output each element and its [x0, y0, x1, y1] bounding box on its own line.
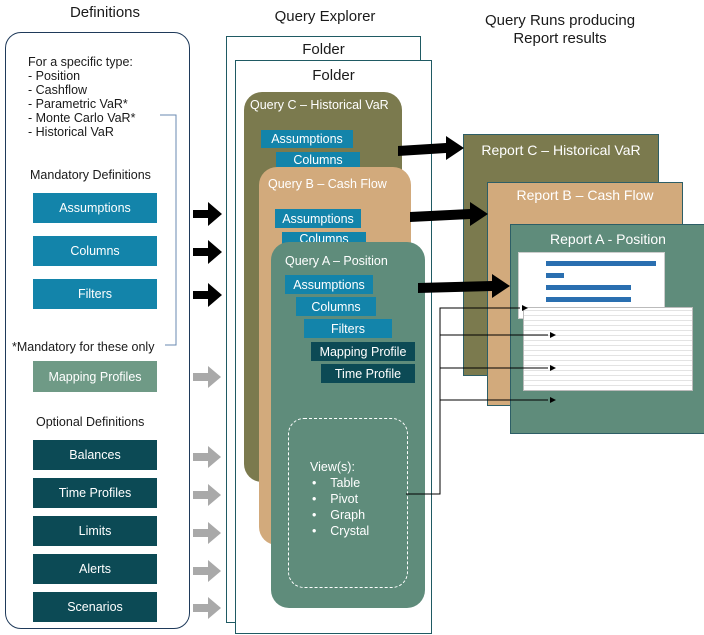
views-box[interactable]: [288, 418, 408, 588]
type-item: - Position: [28, 69, 81, 83]
balances-definition[interactable]: Balances: [33, 440, 157, 470]
query-a-filters[interactable]: Filters: [304, 319, 392, 338]
mandatory-heading: Mandatory Definitions: [30, 168, 151, 182]
connector-head: [550, 397, 556, 403]
views-title: View(s):: [310, 460, 355, 474]
time-profiles-definition[interactable]: Time Profiles: [33, 478, 157, 508]
scenarios-definition[interactable]: Scenarios: [33, 592, 157, 622]
mandatory-arrow: [193, 283, 222, 307]
report-a-title: Report A - Position: [550, 231, 666, 247]
columns-definition[interactable]: Columns: [33, 236, 157, 266]
view-table: Table: [330, 476, 361, 490]
view-crystal: Crystal: [330, 524, 370, 538]
optional-arrow: [193, 522, 221, 544]
type-item: - Cashflow: [28, 83, 88, 97]
report-c-title: Report C – Historical VaR: [481, 142, 641, 158]
query-c-assumptions[interactable]: Assumptions: [261, 130, 353, 148]
mandatory-arrow: [193, 202, 222, 226]
folder-back-label: Folder: [302, 41, 345, 58]
type-item: - Historical VaR: [28, 125, 114, 139]
optional-arrow: [193, 484, 221, 506]
query-c-columns[interactable]: Columns: [276, 152, 360, 168]
filters-definition[interactable]: Filters: [33, 279, 157, 309]
folder-front-label: Folder: [312, 67, 355, 84]
mandatory-arrow: [193, 240, 222, 264]
optional-arrow: [193, 446, 221, 468]
view-graph: Graph: [330, 508, 366, 522]
explorer-header: Query Explorer: [274, 8, 376, 25]
definitions-header: Definitions: [69, 4, 141, 21]
preview-bar: [546, 273, 564, 278]
connector-head: [522, 305, 528, 311]
view-item[interactable]: • Table: [312, 476, 361, 490]
query-a-columns[interactable]: Columns: [296, 297, 376, 316]
specific-types-text: For a specific type: - Position - Cashfl…: [28, 55, 135, 139]
optional-arrow: [193, 597, 221, 619]
alerts-definition[interactable]: Alerts: [33, 554, 157, 584]
var-bracket: [160, 114, 177, 346]
views-connector: [406, 307, 520, 495]
runs-header-line2: Report results: [513, 30, 607, 47]
connector-head: [550, 332, 556, 338]
view-item[interactable]: • Pivot: [312, 492, 359, 506]
assumptions-definition[interactable]: Assumptions: [33, 193, 157, 223]
query-a-mapping-profile[interactable]: Mapping Profile: [311, 342, 415, 361]
optional-heading: Optional Definitions: [36, 415, 145, 429]
runs-header: Query Runs producing Report results: [460, 12, 660, 48]
limits-definition[interactable]: Limits: [33, 516, 157, 546]
query-a-assumptions[interactable]: Assumptions: [285, 275, 373, 294]
report-a-table-preview: [523, 307, 693, 391]
type-item: - Monte Carlo VaR*: [28, 111, 136, 125]
query-b-assumptions[interactable]: Assumptions: [275, 209, 361, 228]
views-list: • Table • Pivot • Graph • Crystal: [312, 475, 369, 539]
optional-arrow: [193, 366, 221, 388]
query-c-run-arrow: [398, 136, 464, 160]
query-a-time-profile[interactable]: Time Profile: [321, 364, 415, 383]
mandatory-footnote: *Mandatory for these only: [12, 340, 155, 354]
view-item[interactable]: • Crystal: [312, 524, 370, 538]
view-item[interactable]: • Graph: [312, 508, 366, 522]
preview-bar: [546, 297, 631, 302]
query-c-title: Query C – Historical VaR: [250, 98, 389, 112]
query-b-title: Query B – Cash Flow: [268, 177, 387, 191]
connector-head: [550, 365, 556, 371]
mapping-profiles-definition[interactable]: Mapping Profiles: [33, 361, 157, 392]
view-pivot: Pivot: [330, 492, 359, 506]
preview-bar: [546, 261, 656, 266]
query-b-run-arrow: [410, 202, 488, 226]
preview-bar: [546, 285, 631, 290]
optional-arrow: [193, 560, 221, 582]
type-item: - Parametric VaR*: [28, 97, 128, 111]
runs-header-line1: Query Runs producing: [484, 12, 636, 29]
query-a-title: Query A – Position: [285, 254, 388, 268]
query-a-run-arrow: [418, 274, 510, 298]
specific-intro: For a specific type:: [28, 55, 133, 69]
report-b-title: Report B – Cash Flow: [516, 187, 654, 203]
